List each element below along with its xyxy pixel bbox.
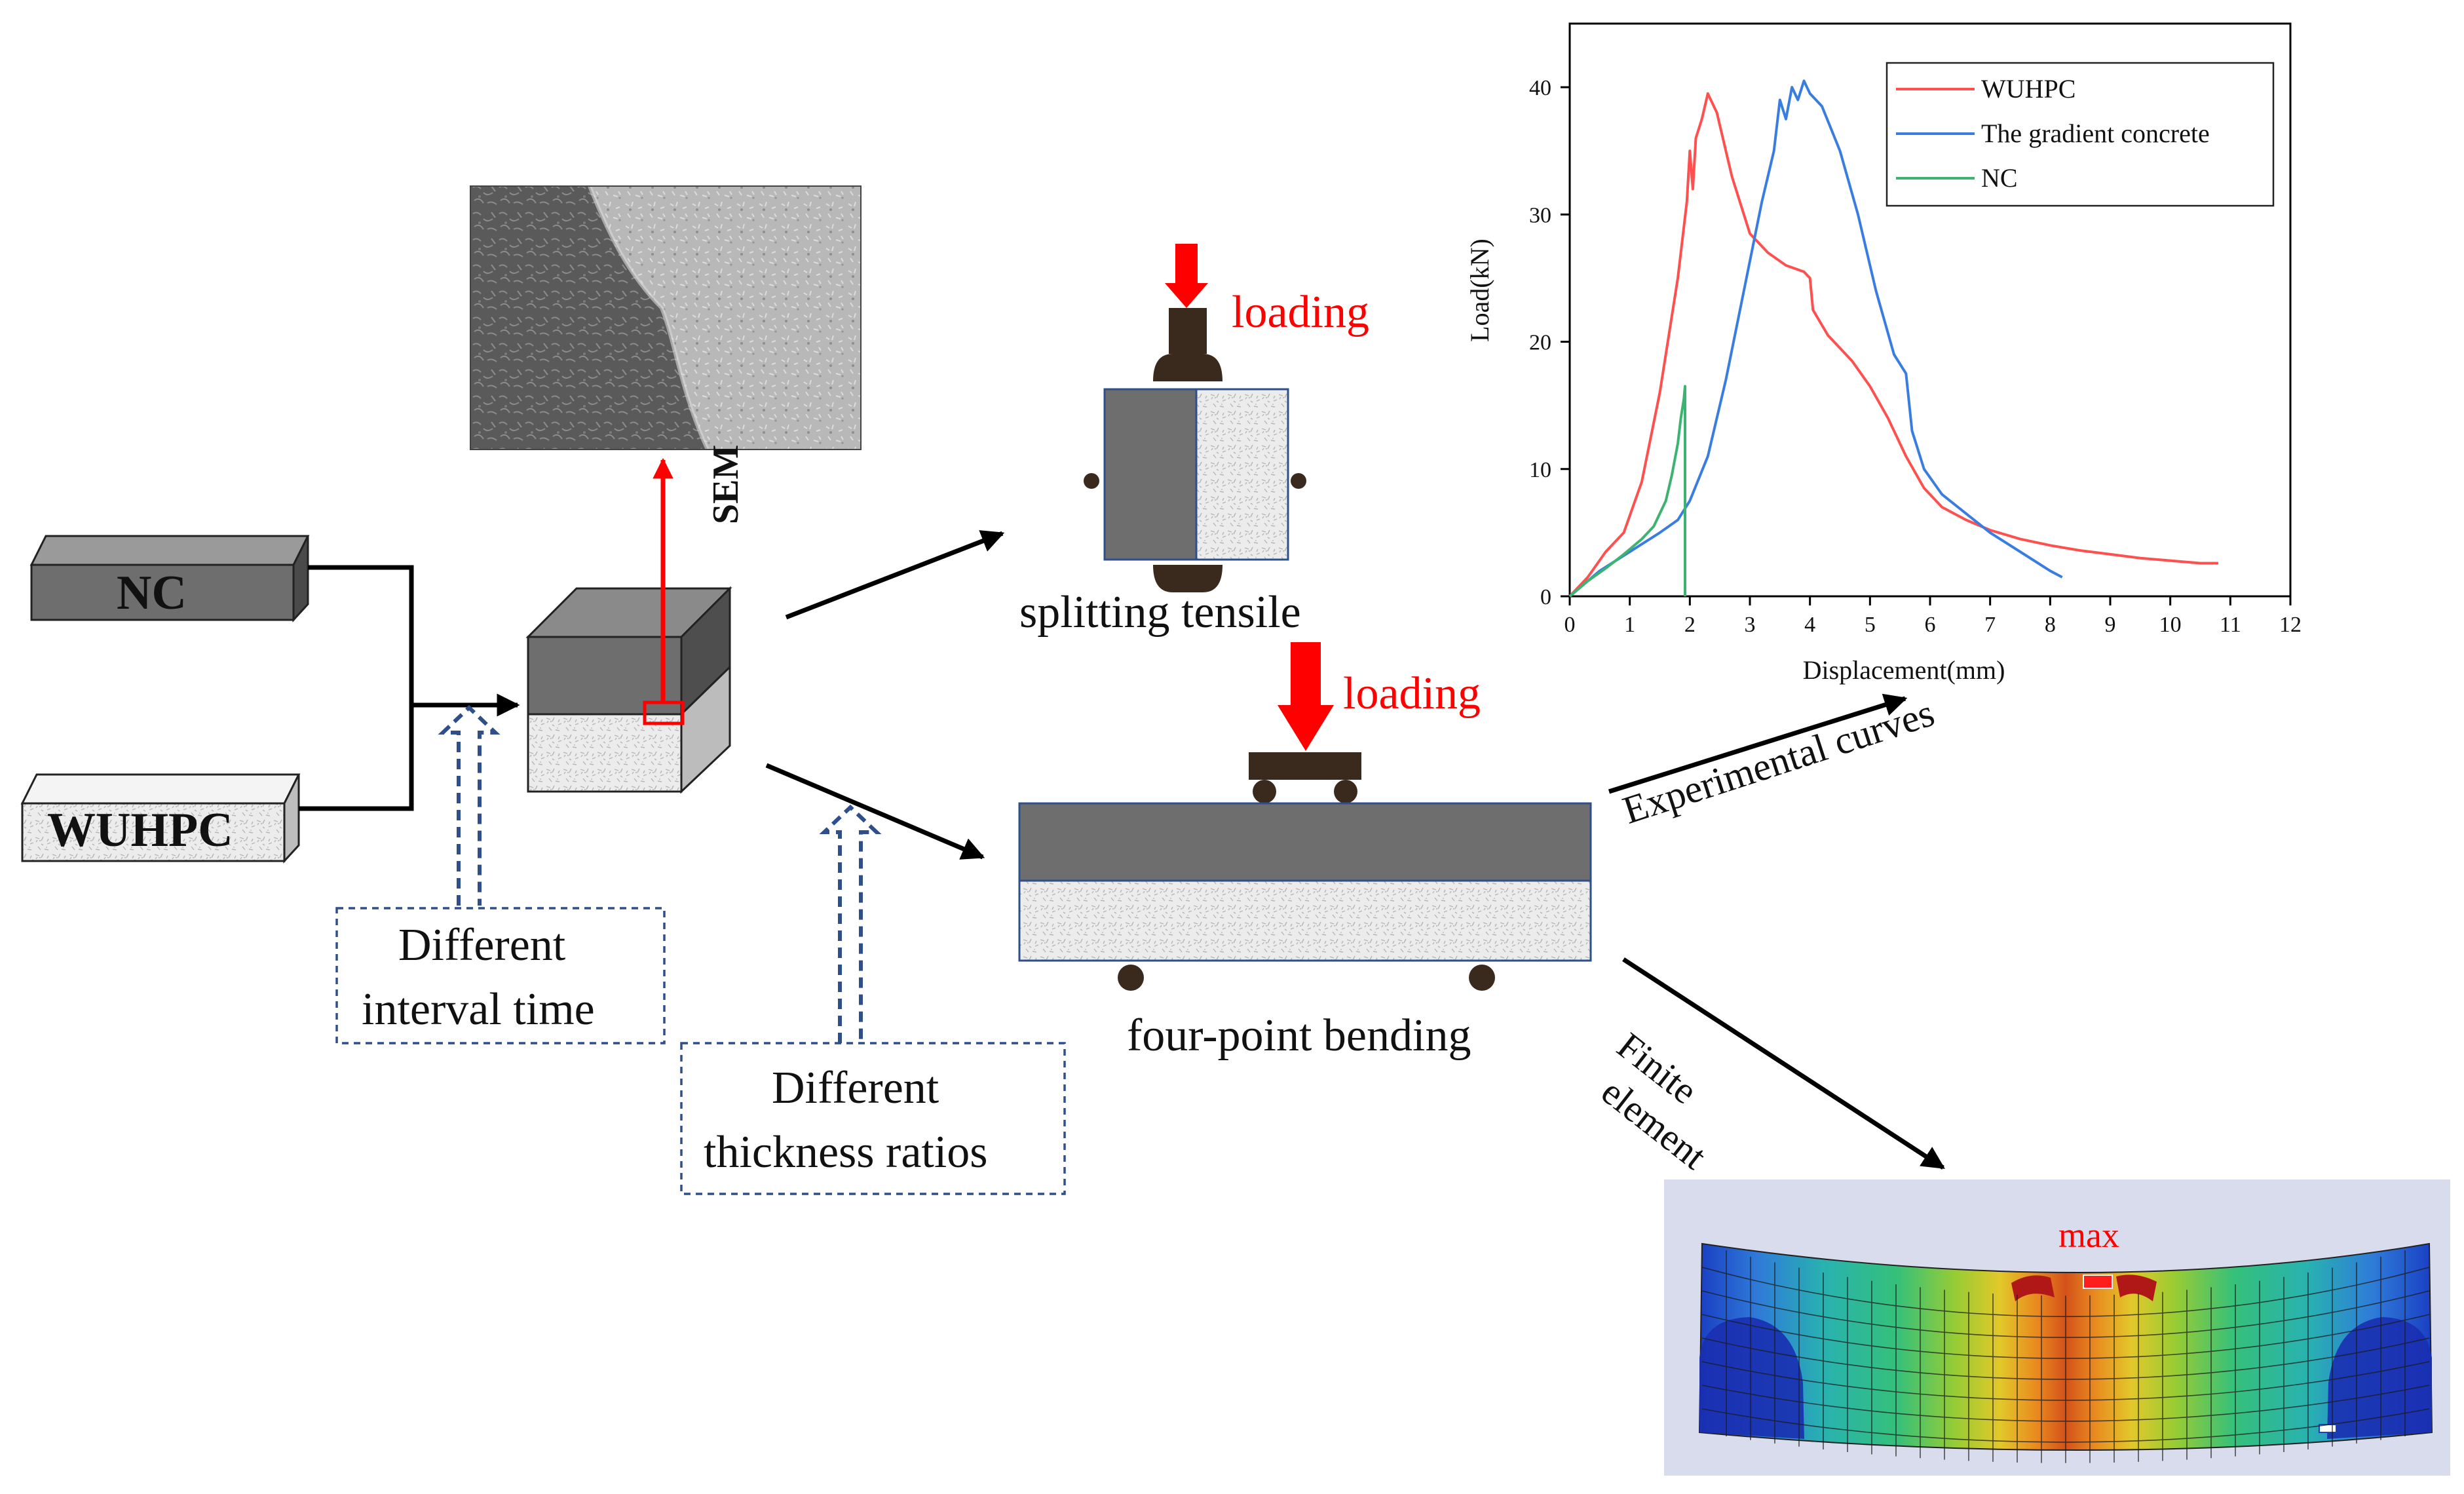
four-point-bending-label: four-point bending: [1127, 1010, 1471, 1061]
y-tick-label: 10: [1529, 458, 1551, 482]
thickness-ratio-box: [680, 1042, 1066, 1195]
y-axis-label: Load(kN): [1465, 239, 1494, 342]
to-curves-arrow: [1608, 693, 1908, 794]
wuhpc-label: WUHPC: [47, 803, 233, 857]
nc-label: NC: [117, 566, 187, 620]
x-tick-label: 3: [1745, 613, 1756, 637]
x-axis-label: Displacement(mm): [1803, 655, 2005, 685]
x-tick-label: 6: [1925, 613, 1936, 637]
to-fe-arrow: [1622, 957, 1945, 1170]
x-tick-label: 9: [2105, 613, 2116, 637]
splitting-loading-label: loading: [1232, 287, 1369, 337]
y-tick-label: 40: [1529, 76, 1551, 100]
interval-time-label-line2: interval time: [362, 984, 595, 1035]
legend-label-1: The gradient concrete: [1981, 119, 2210, 148]
composite-specimen-cube: [525, 586, 732, 794]
legend-label-0: WUHPC: [1981, 74, 2075, 104]
x-tick-label: 10: [2159, 613, 2182, 637]
interval-time-label-line1: Different: [398, 920, 566, 970]
interval-time-box: [335, 907, 666, 1044]
legend-label-2: NC: [1981, 163, 2018, 193]
nc-block: [29, 535, 310, 622]
x-tick-label: 2: [1684, 613, 1696, 637]
x-tick-label: 5: [1865, 613, 1876, 637]
x-tick-label: 11: [2220, 613, 2241, 637]
splitting-tensile-label: splitting tensile: [1019, 587, 1301, 638]
x-tick-label: 0: [1564, 613, 1576, 637]
x-tick-label: 7: [1984, 613, 1996, 637]
wuhpc-block: [20, 773, 301, 864]
finite-element-result: [1664, 1179, 2450, 1476]
to-splitting-arrow: [785, 530, 1005, 620]
material-connectors: [299, 565, 520, 811]
x-tick-label: 4: [1804, 613, 1815, 637]
y-tick-label: 0: [1540, 585, 1551, 609]
to-bending-arrow: [765, 763, 985, 860]
sem-label: SEM: [706, 444, 746, 524]
interval-time-dashed-arrow: [438, 704, 501, 906]
y-tick-label: 30: [1529, 203, 1551, 227]
thickness-ratio-label-line2: thickness ratios: [704, 1127, 988, 1178]
sem-image: [470, 185, 862, 451]
x-tick-label: 8: [2045, 613, 2056, 637]
series-line-2: [1568, 385, 1686, 598]
splitting-tensile-test: [1084, 244, 1306, 592]
y-tick-label: 20: [1529, 331, 1551, 355]
series-line-1: [1568, 79, 2063, 598]
x-tick-label: 12: [2279, 613, 2302, 637]
x-tick-label: 1: [1624, 613, 1635, 637]
four-point-bending-test: [1018, 642, 1592, 991]
thickness-ratio-dashed-arrow: [819, 804, 882, 1043]
fe-max-label: max: [2058, 1216, 2119, 1255]
bending-loading-label: loading: [1343, 668, 1481, 719]
series-line-0: [1568, 92, 2218, 598]
thickness-ratio-label-line1: Different: [772, 1063, 939, 1113]
